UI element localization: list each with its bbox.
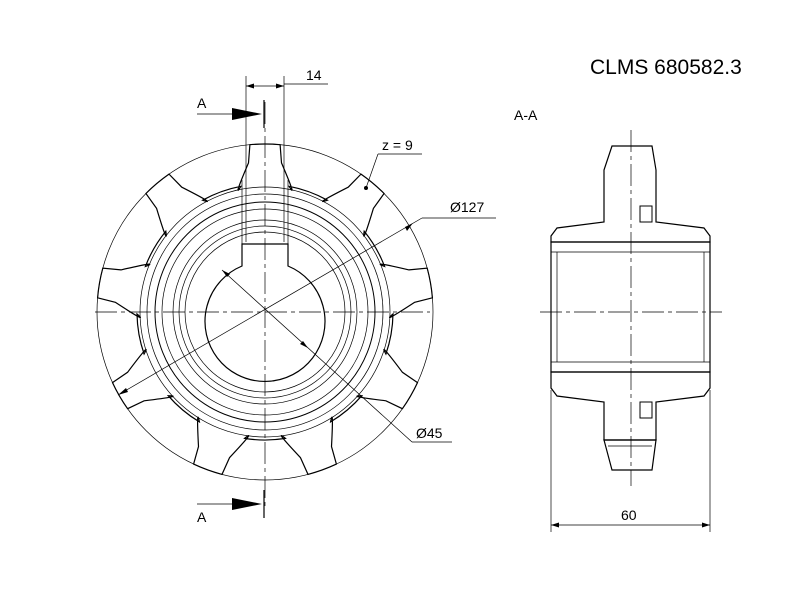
- teeth-count-leader: z = 9: [364, 137, 422, 190]
- dim-keyway-width-text: 14: [306, 67, 322, 83]
- dim-bore-diameter-text: Ø45: [416, 425, 443, 441]
- dim-outer-diameter: Ø127: [117, 199, 496, 396]
- section-bottom-tooth-tip: [603, 439, 657, 471]
- section-bottom-slot: [639, 401, 653, 419]
- bore-with-keyway: [204, 243, 326, 383]
- dim-hub-length: 60: [550, 390, 711, 532]
- section-bore: [550, 241, 711, 373]
- teeth-count-label: z = 9: [382, 137, 413, 153]
- dim-outer-diameter-text: Ø127: [450, 199, 484, 215]
- part-code: CLMS 680582.3: [590, 56, 742, 79]
- dim-bore-diameter: Ø45: [221, 269, 452, 443]
- section-bottom-hatch: [550, 371, 711, 441]
- dim-keyway-width: 14: [245, 67, 328, 242]
- section-mark-bottom: A: [197, 490, 265, 525]
- section-top-slot: [639, 205, 653, 223]
- section-view-label: A-A: [514, 107, 538, 123]
- section-mark-top-label: A: [197, 95, 207, 111]
- front-view: [95, 102, 434, 510]
- section-mark-top: A: [197, 95, 265, 128]
- sprocket-teeth-outline: [96, 143, 434, 476]
- section-top-hatch: [550, 145, 711, 243]
- section-mark-bottom-label: A: [197, 509, 207, 525]
- section-view: [540, 130, 722, 486]
- dim-hub-length-text: 60: [621, 507, 637, 523]
